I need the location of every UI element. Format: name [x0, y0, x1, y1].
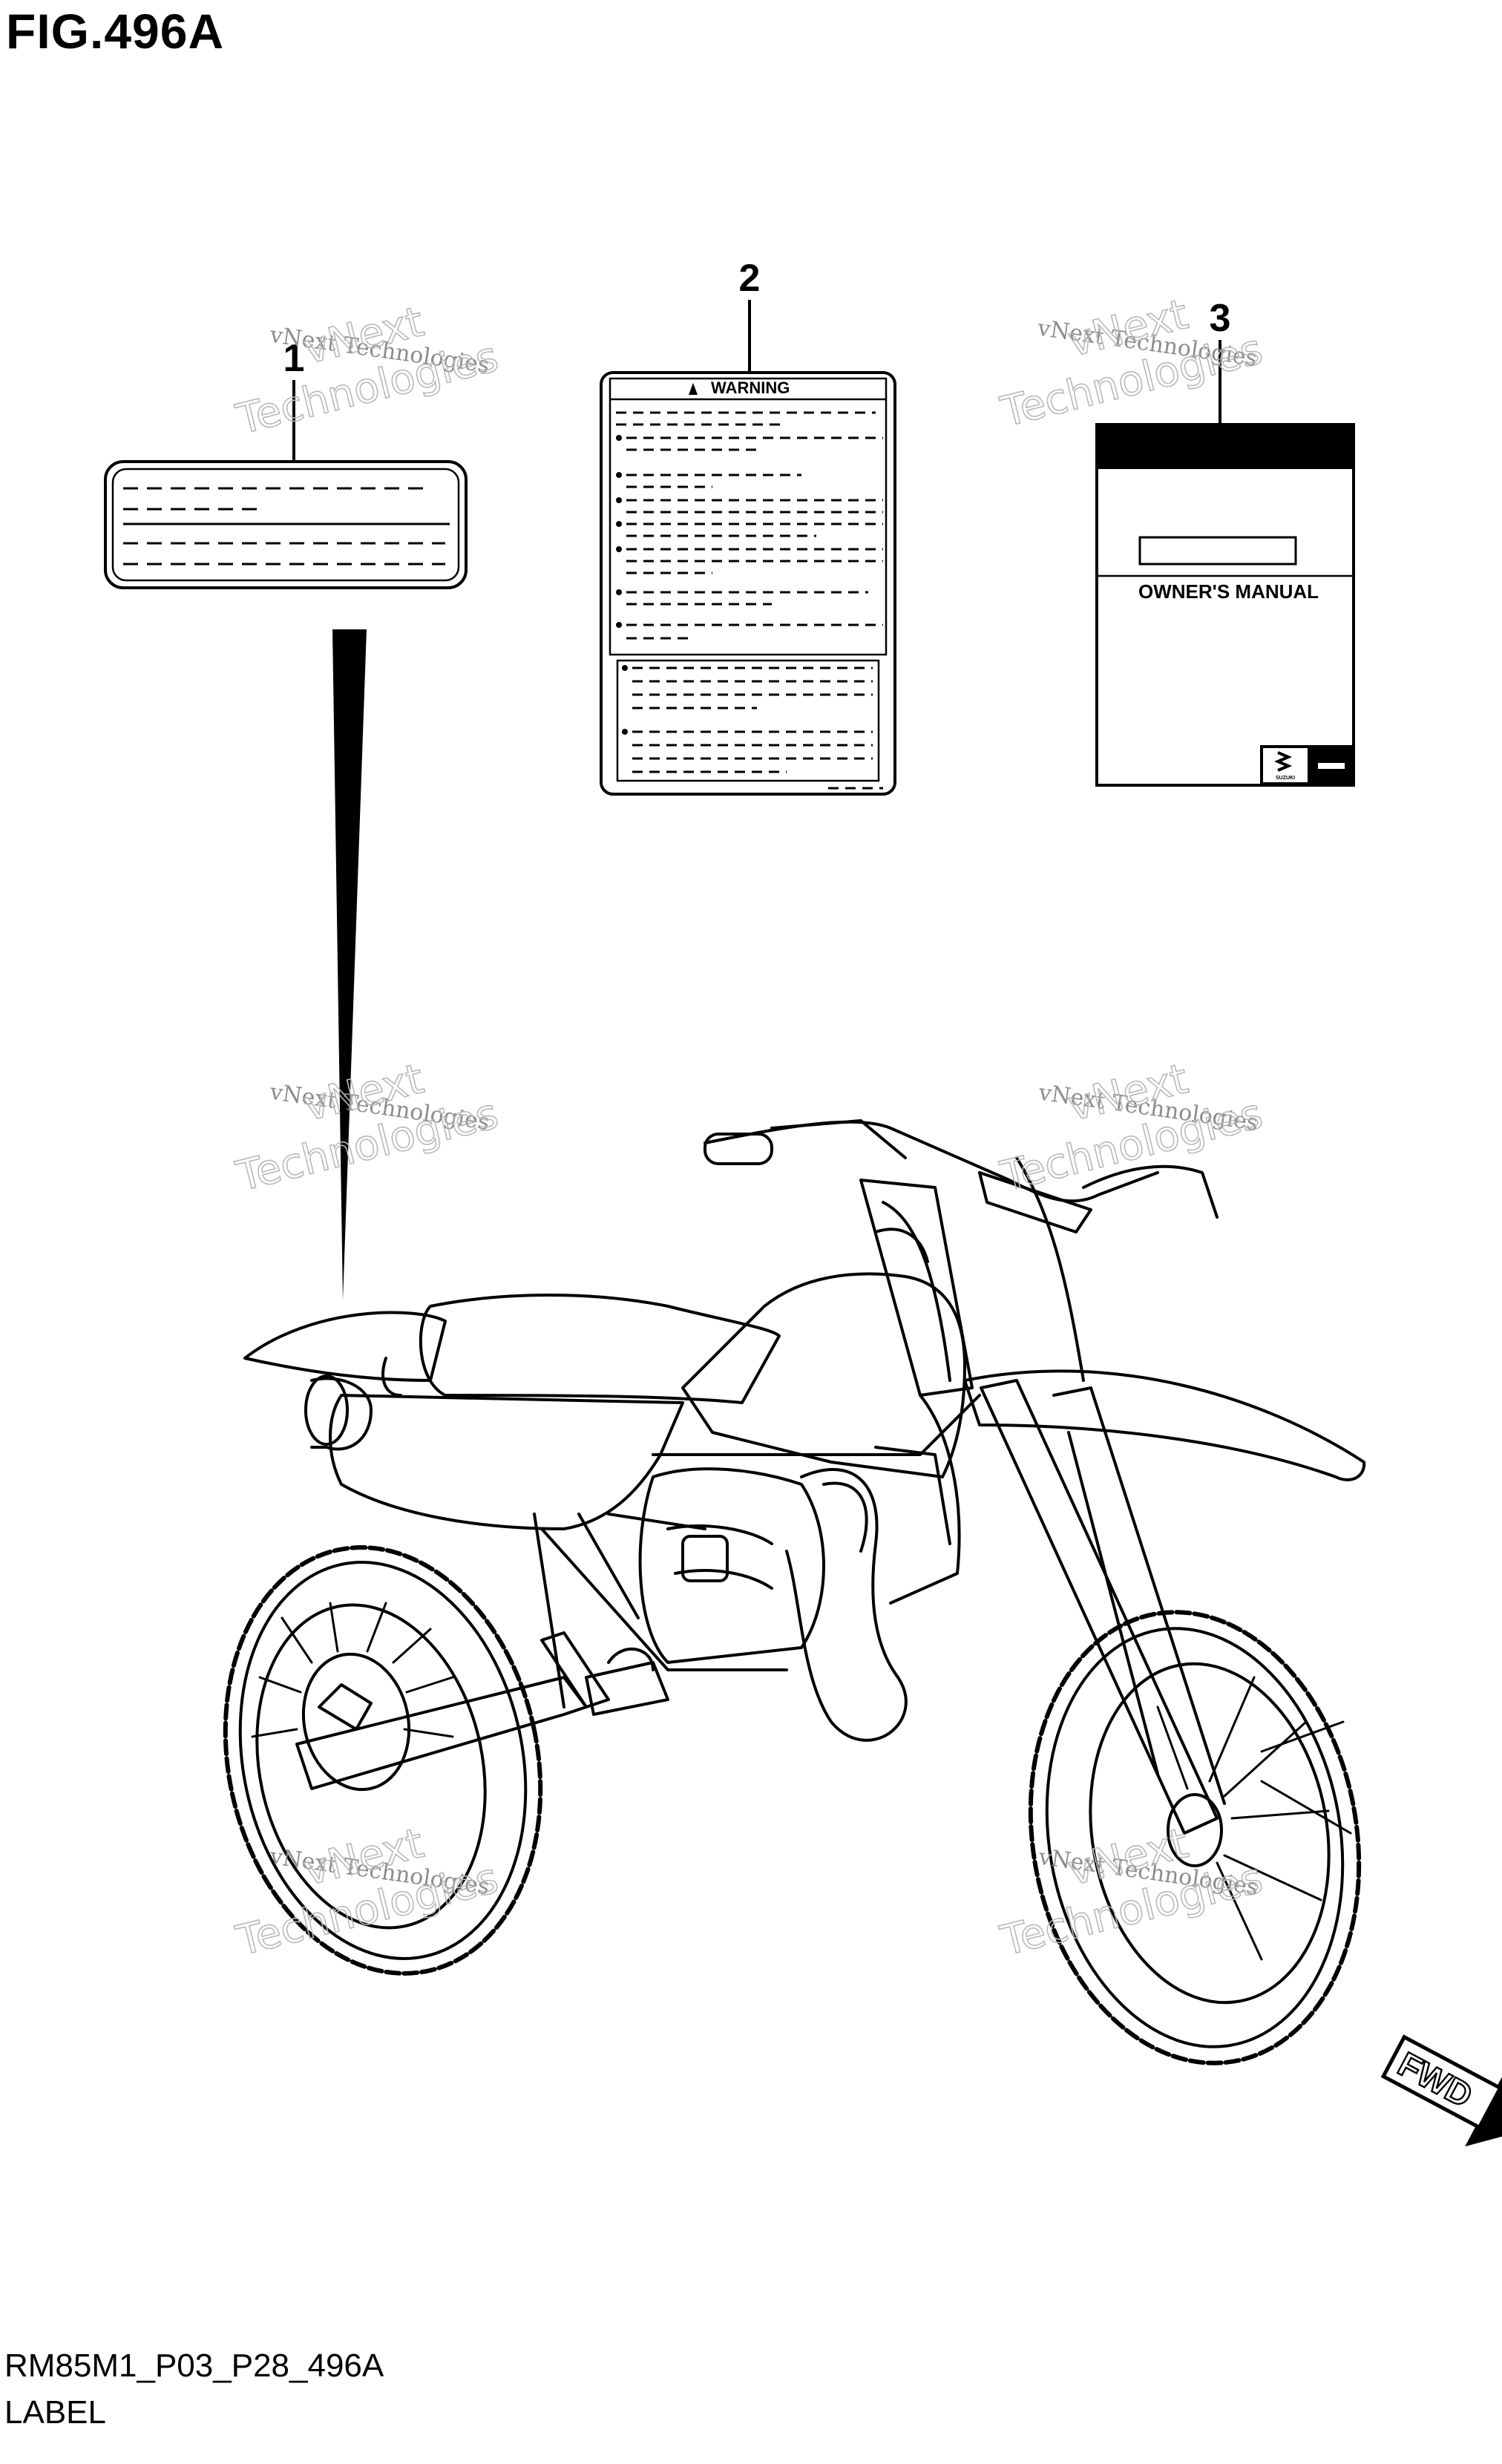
- figure-title: FIG.496A: [6, 4, 225, 59]
- swingarm: [295, 1676, 588, 1790]
- watermark-4-big: vNext Technologies: [995, 1054, 1267, 1202]
- frame: [652, 1394, 981, 1456]
- seat: [419, 1294, 781, 1404]
- warning-text-lines: [616, 411, 883, 640]
- figure-code: RM85M1_P03_P28_496A: [4, 2347, 384, 2384]
- warning-heading: WARNING: [711, 379, 790, 397]
- motorcycle-drawing: [223, 1119, 1366, 2065]
- rear-fender: [243, 1311, 447, 1382]
- callout-3[interactable]: 3: [1210, 297, 1231, 425]
- expansion-chamber: [785, 1468, 908, 1742]
- side-panel: [329, 1394, 684, 1530]
- rear-wheel: [223, 1545, 543, 1976]
- warning-bullets: [616, 435, 622, 628]
- fwd-arrow-icon: FWD: [1380, 2034, 1502, 2147]
- figure-section: LABEL: [4, 2394, 106, 2431]
- owners-manual[interactable]: OWNER'S MANUAL SUZUKI: [1095, 423, 1355, 787]
- callout-1[interactable]: 1: [283, 337, 305, 462]
- warning-triangle-icon: [689, 383, 698, 395]
- silencer: [310, 1377, 373, 1451]
- watermark-1-big: vNext Technologies: [231, 297, 503, 445]
- engine: [638, 1467, 825, 1664]
- label-1-pointer: [332, 629, 367, 1300]
- callout-number-3: 3: [1210, 297, 1231, 340]
- label-1-text-lines: [123, 487, 445, 566]
- callout-number-1: 1: [283, 337, 305, 380]
- callout-2[interactable]: 2: [739, 257, 761, 373]
- callout-number-2: 2: [739, 257, 761, 300]
- suzuki-logo-icon: [1273, 751, 1293, 772]
- owners-manual-title: OWNER'S MANUAL: [1138, 580, 1319, 603]
- watermark-3-big: vNext Technologies: [231, 1054, 503, 1202]
- front-fender: [963, 1369, 1366, 1481]
- front-forks: [980, 1379, 1219, 1835]
- label-1[interactable]: [104, 460, 468, 589]
- fuel-tank: [681, 1272, 966, 1478]
- front-wheel: [1028, 1610, 1362, 2065]
- owners-manual-brand: SUZUKI: [1276, 776, 1295, 781]
- watermark-6-big: vNext Technologies: [995, 1818, 1267, 1966]
- handlebar: [704, 1120, 1159, 1203]
- warning-label[interactable]: WARNING: [600, 371, 896, 796]
